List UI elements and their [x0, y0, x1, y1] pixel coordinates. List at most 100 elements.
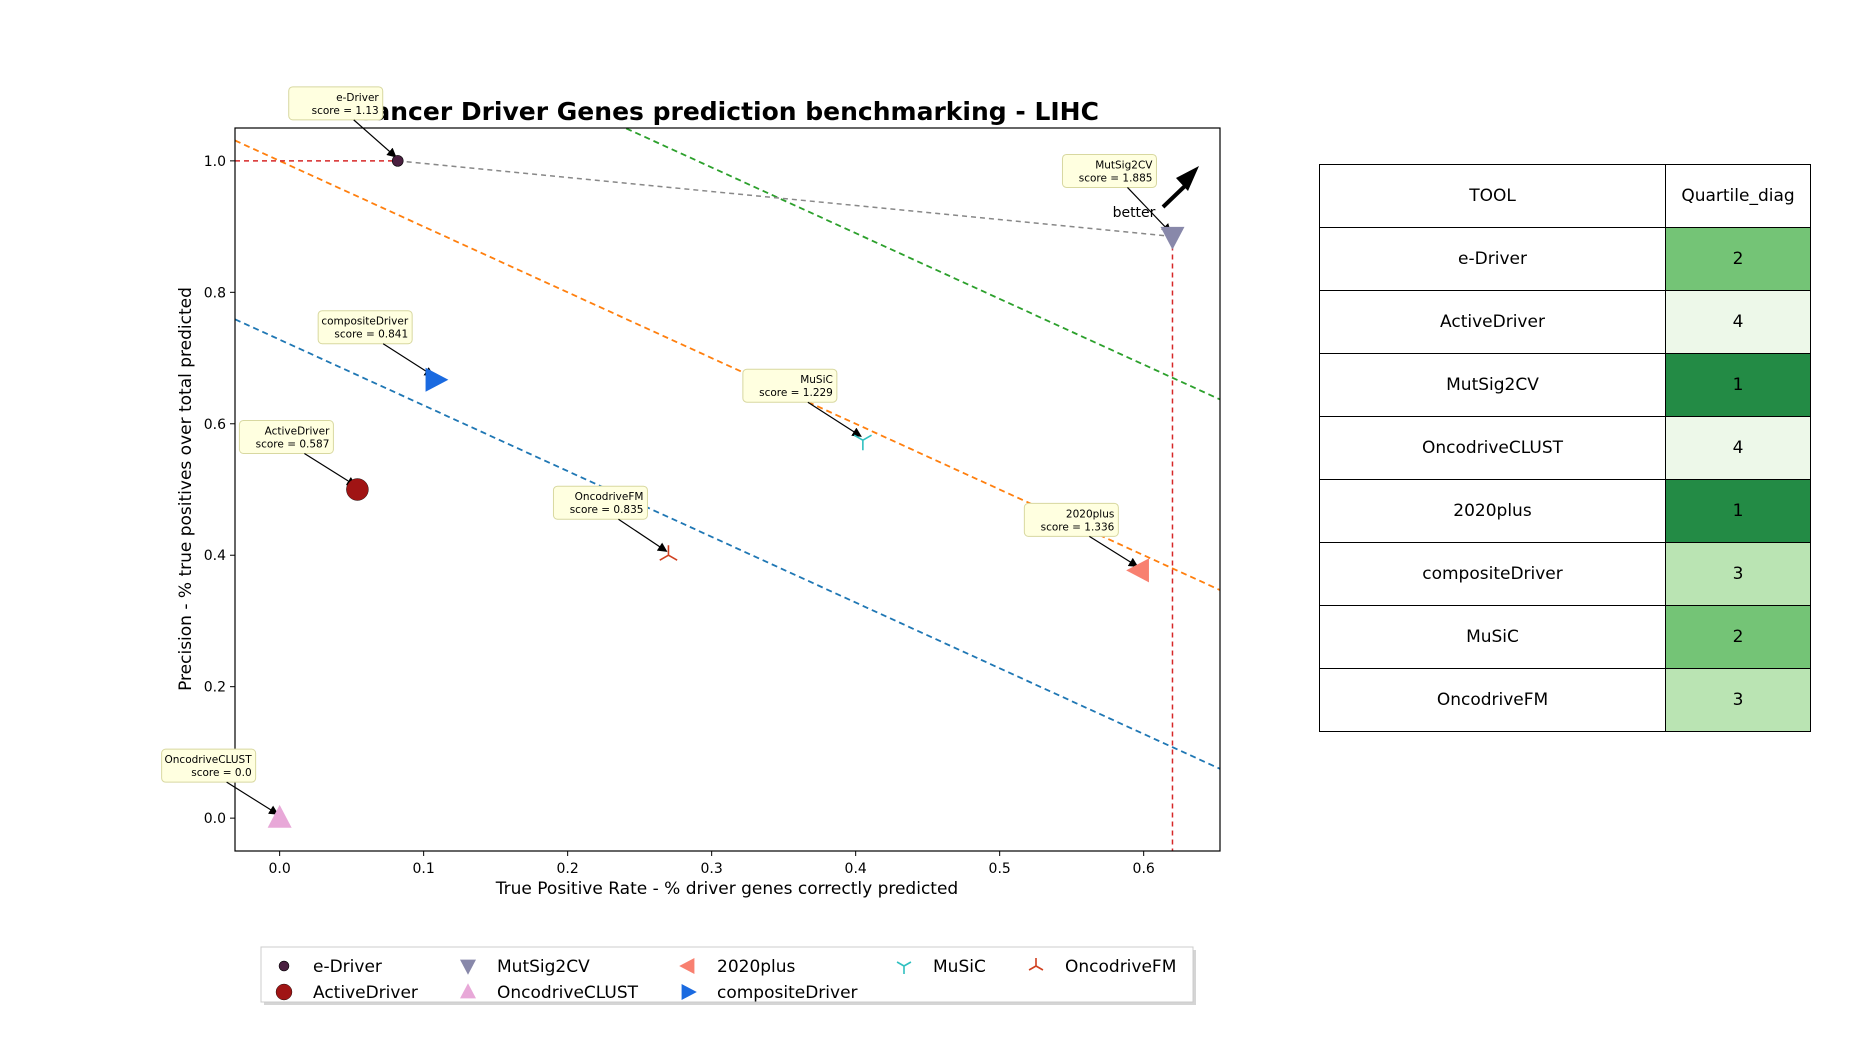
annotation-label: ActiveDriver — [265, 426, 330, 438]
quartile-line-low — [235, 318, 1220, 770]
data-points — [267, 155, 1185, 828]
y-tick-label: 0.0 — [204, 811, 226, 827]
legend-entry: MuSiC — [896, 957, 986, 977]
annotation-score: score = 1.885 — [1079, 172, 1153, 184]
legend-marker — [275, 983, 293, 1001]
table-header-quartile: Quartile_diag — [1665, 164, 1811, 228]
annotation-score: score = 0.841 — [334, 329, 408, 341]
better-label: better — [1113, 205, 1156, 221]
annotation-label: OncodriveFM — [575, 491, 644, 503]
legend-label: OncodriveFM — [1065, 957, 1176, 977]
legend-entry: OncodriveFM — [1028, 957, 1176, 977]
y-tick-label: 1.0 — [204, 154, 226, 170]
x-tick-label: 0.6 — [1133, 861, 1155, 877]
x-tick-label: 0.1 — [413, 861, 435, 877]
legend-marker — [278, 960, 290, 972]
annotation-arrow — [807, 401, 862, 437]
annotation-score: score = 1.13 — [312, 105, 379, 117]
y-tick-label: 0.4 — [204, 548, 226, 564]
annotation-arrow — [353, 119, 397, 158]
table-cell-tool: ActiveDriver — [1319, 290, 1666, 354]
table-cell-tool: e-Driver — [1319, 227, 1666, 291]
legend-marker — [1028, 958, 1044, 971]
better-arrow — [1161, 166, 1199, 209]
table-cell-quartile: 3 — [1665, 542, 1811, 606]
annotation-label: MutSig2CV — [1095, 159, 1153, 171]
annotation-score: score = 0.835 — [570, 504, 644, 516]
y-tick-label: 0.6 — [204, 417, 226, 433]
annotation-score: score = 0.0 — [191, 767, 251, 779]
table-cell-quartile: 1 — [1665, 353, 1811, 417]
legend-entry: 2020plus — [679, 957, 796, 977]
annotation-arrow — [1127, 187, 1172, 234]
annotation-label: compositeDriver — [321, 316, 408, 328]
annotation-arrow — [382, 343, 435, 377]
legend-entry: e-Driver — [278, 957, 382, 977]
legend-entry: MutSig2CV — [460, 957, 590, 977]
annotation-label: MuSiC — [800, 374, 833, 386]
quartile-line-high — [623, 128, 1220, 401]
legend-label: MuSiC — [933, 957, 986, 977]
legend-entry: OncodriveCLUST — [460, 983, 639, 1003]
legend-entry: ActiveDriver — [275, 983, 418, 1003]
table-cell-tool: MuSiC — [1319, 605, 1666, 669]
table-cell-tool: MutSig2CV — [1319, 353, 1666, 417]
point-e-driver — [391, 155, 404, 167]
table-cell-tool: OncodriveCLUST — [1319, 416, 1666, 480]
y-tick-label: 0.2 — [204, 680, 226, 696]
pareto-line — [397, 160, 1173, 238]
legend-marker — [681, 984, 697, 1000]
annotation-score: score = 1.336 — [1041, 521, 1115, 533]
plot-frame — [234, 127, 1221, 852]
point-mutsig2cv — [1160, 226, 1185, 250]
legend-marker — [896, 961, 912, 974]
table-cell-quartile: 4 — [1665, 416, 1811, 480]
annotation-label: 2020plus — [1066, 508, 1114, 520]
legend-label: ActiveDriver — [313, 983, 418, 1003]
x-tick-label: 0.5 — [989, 861, 1011, 877]
table-cell-quartile: 3 — [1665, 668, 1811, 732]
annotation-label: OncodriveCLUST — [165, 754, 253, 766]
annotation-label: e-Driver — [336, 92, 379, 104]
table-cell-tool: OncodriveFM — [1319, 668, 1666, 732]
legend-label: MutSig2CV — [497, 957, 590, 977]
point-oncodrivefm — [659, 545, 678, 561]
x-tick-label: 0.3 — [701, 861, 723, 877]
table-cell-tool: 2020plus — [1319, 479, 1666, 543]
point-compositedriver — [425, 367, 449, 392]
legend-label: OncodriveCLUST — [497, 983, 639, 1003]
legend-label: 2020plus — [717, 957, 796, 977]
table-header-tool: TOOL — [1319, 164, 1666, 228]
annotation-arrow — [618, 518, 668, 552]
point-2020plus — [1126, 558, 1149, 583]
table-cell-tool: compositeDriver — [1319, 542, 1666, 606]
table-cell-quartile: 4 — [1665, 290, 1811, 354]
annotation-arrow — [1089, 535, 1139, 567]
annotation-score: score = 1.229 — [759, 387, 833, 399]
legend-marker — [460, 983, 476, 999]
chart-title: Cancer Driver Genes prediction benchmark… — [355, 97, 1099, 126]
table-cell-quartile: 2 — [1665, 605, 1811, 669]
legend-entry: compositeDriver — [681, 983, 858, 1003]
table-cell-quartile: 1 — [1665, 479, 1811, 543]
x-tick-label: 0.2 — [557, 861, 579, 877]
point-music — [853, 434, 872, 451]
table-cell-quartile: 2 — [1665, 227, 1811, 291]
point-oncodriveclust — [267, 804, 292, 828]
annotation-score: score = 0.587 — [256, 439, 330, 451]
